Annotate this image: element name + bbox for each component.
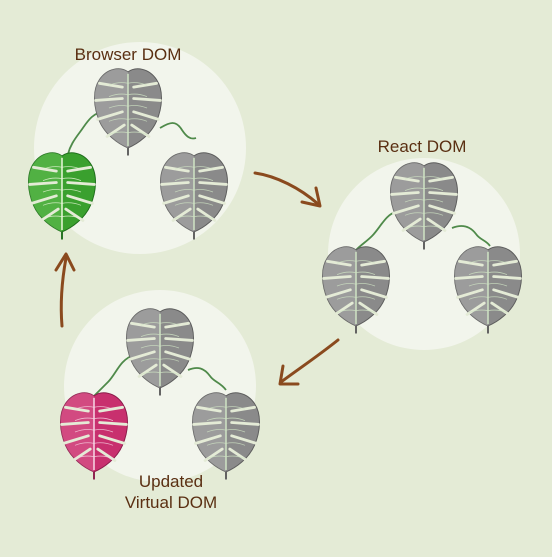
react-dom-left-leaf — [322, 246, 390, 334]
updated-label-line1: Updated — [138, 472, 204, 491]
arrow-browser-to-react — [253, 171, 322, 208]
browser-dom-label: Browser DOM — [74, 45, 182, 64]
updated-dom-root-leaf — [126, 308, 194, 396]
updated-virtual-dom-label: Updated Virtual DOM — [104, 471, 238, 513]
updated-dom-vines — [93, 355, 227, 397]
updated-label-line2: Virtual DOM — [124, 493, 218, 512]
browser-dom-left-leaf — [28, 152, 96, 240]
react-dom-label: React DOM — [377, 137, 467, 156]
arrow-updated-to-browser — [54, 252, 76, 328]
browser-dom-root-leaf — [94, 68, 162, 156]
updated-dom-right-leaf — [192, 392, 260, 480]
browser-dom-right-leaf — [160, 152, 228, 240]
react-dom-vines — [355, 211, 491, 251]
react-dom-root-leaf — [390, 162, 458, 250]
react-dom-right-leaf — [454, 246, 522, 334]
browser-dom-vines — [67, 111, 197, 155]
updated-dom-left-leaf — [60, 392, 128, 480]
arrow-react-to-updated — [278, 338, 340, 386]
